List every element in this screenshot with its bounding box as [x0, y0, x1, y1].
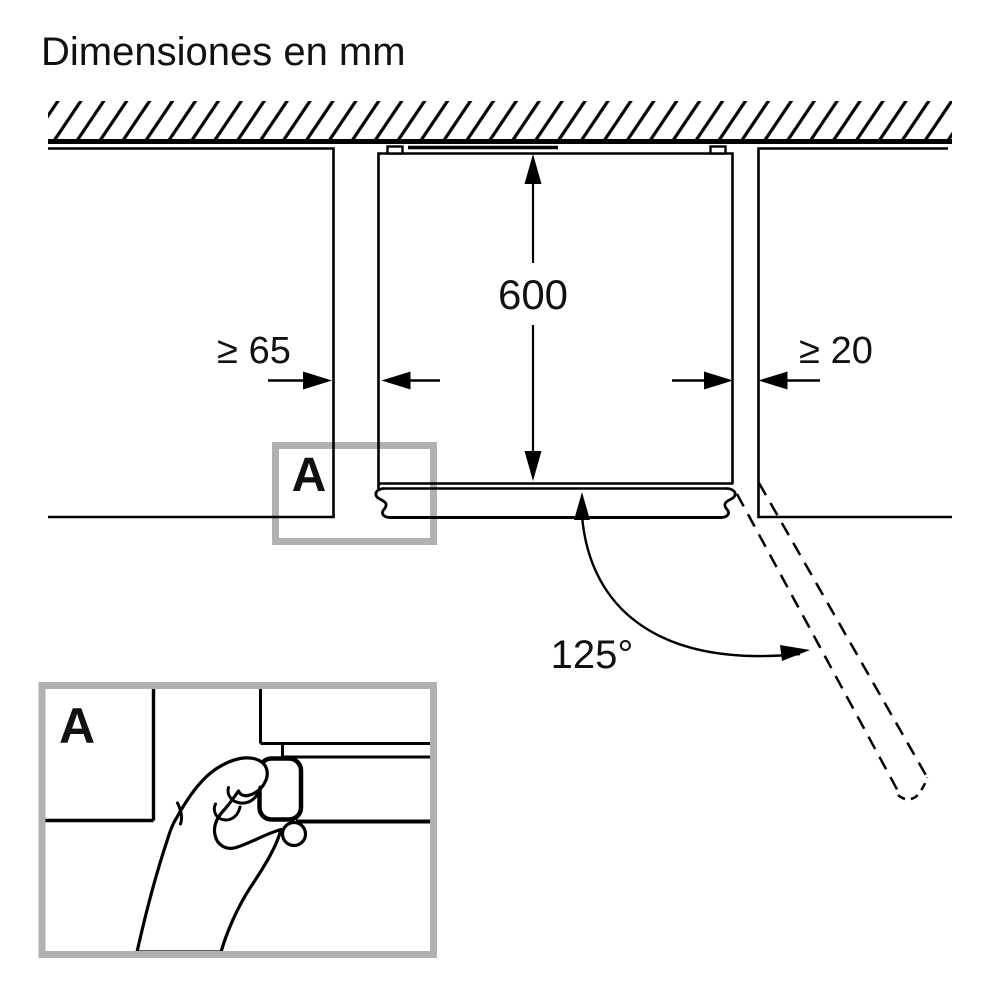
left-wall-outline	[48, 147, 335, 519]
detail-wall-lines	[45, 689, 156, 823]
detail-callout-box	[272, 442, 437, 545]
thumb-base-crease	[176, 801, 183, 826]
hinge-right	[709, 145, 727, 155]
dim-right-clearance	[672, 371, 820, 390]
dim-left-arrow-inner	[381, 371, 411, 390]
door-edge-left	[374, 487, 392, 519]
dim-depth	[524, 154, 542, 481]
door-angle-label: 125°	[550, 633, 634, 677]
appliance-outline	[377, 152, 734, 490]
index-finger-crease	[226, 785, 262, 805]
hand-outline	[135, 756, 283, 954]
open-door-end-edge	[897, 776, 929, 801]
thumb-tip	[280, 820, 308, 848]
detail-box-frame	[38, 682, 437, 958]
right-wall-outline	[757, 147, 952, 519]
hinge-left	[386, 145, 404, 155]
dim-left-clearance	[268, 371, 440, 390]
detail-view	[38, 682, 437, 958]
detail-view-label: A	[58, 698, 96, 754]
middle-finger-crease	[212, 802, 242, 822]
wall-hatching	[48, 101, 952, 144]
dim-depth-arrow-down	[524, 451, 542, 481]
dim-right-arrow-outer	[704, 371, 733, 390]
dim-depth-label: 600	[497, 271, 569, 318]
door-swing-arc	[574, 492, 810, 661]
dim-left-clearance-label: ≥ 65	[217, 330, 291, 372]
dim-right-clearance-label: ≥ 20	[799, 330, 873, 372]
dim-depth-arrow-up	[524, 154, 542, 184]
hand-illustration	[135, 756, 308, 954]
dim-right-arrow-inner	[758, 371, 788, 390]
detail-cabinet-lines	[259, 689, 433, 759]
detail-callout-label: A	[291, 449, 327, 502]
open-door-far-edge	[757, 482, 929, 778]
door-edge-right	[719, 487, 737, 519]
open-door-dashed	[735, 482, 929, 794]
swing-arc-arrow-start	[574, 492, 590, 520]
swing-arc-arrow-end	[780, 645, 810, 661]
dim-left-arrow-outer	[303, 371, 332, 390]
page-title: Dimensiones en mm	[41, 30, 406, 74]
open-door-near-edge	[735, 493, 901, 794]
